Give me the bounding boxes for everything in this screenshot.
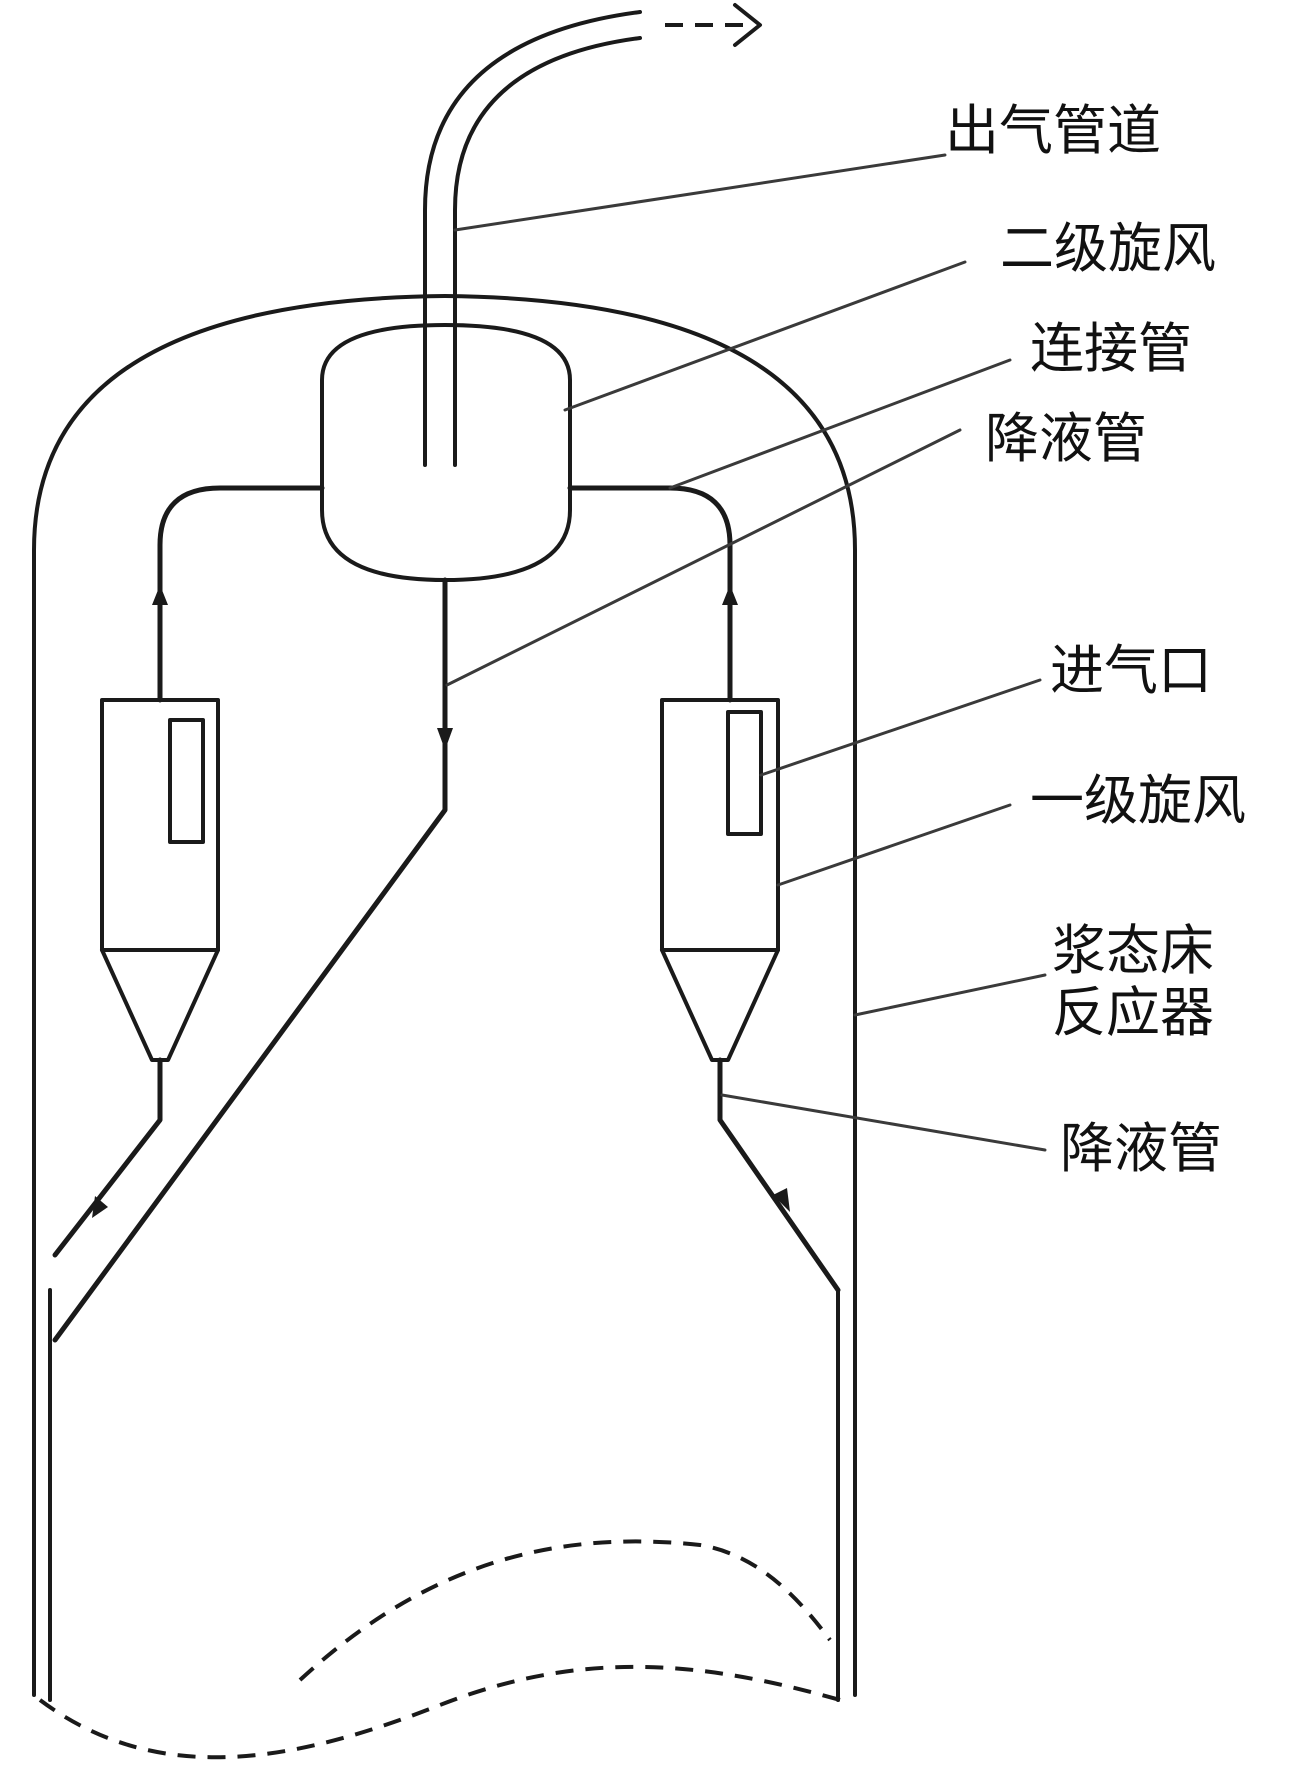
- leader-secondary-cyclone: [563, 260, 967, 412]
- reactor-mid-break-line: [298, 1539, 832, 1682]
- primary-cyclone-right-cone: [660, 948, 780, 1062]
- primary-cyclone-left-cone: [100, 948, 220, 1062]
- leader-slurry-bed-reactor: [853, 973, 1047, 1017]
- label-primary-cyclone: 一级旋风: [1030, 769, 1246, 832]
- reactor-inner-wall: [48, 1288, 840, 1702]
- reactor-outer-wall: [32, 294, 857, 1697]
- label-downcomer-lower: 降液管: [1060, 1117, 1222, 1180]
- leader-primary-cyclone: [776, 803, 1012, 887]
- connecting-pipe-right: [567, 485, 733, 703]
- secondary-downcomer: [52, 577, 448, 1343]
- primary-cyclone-right-inlet: [726, 710, 763, 836]
- outlet-pipe-inner: [453, 36, 642, 467]
- flow-arrow-right-down: [773, 1188, 790, 1212]
- leader-downcomer-upper: [445, 428, 962, 687]
- primary-cyclone-right-downcomer: [717, 1057, 841, 1293]
- primary-cyclone-left-inlet: [168, 718, 205, 844]
- label-secondary-cyclone: 二级旋风: [1000, 217, 1216, 280]
- outlet-flow-arrowhead: [733, 3, 762, 47]
- label-connecting-pipe: 连接管: [1030, 317, 1192, 380]
- leader-inlet: [759, 678, 1042, 777]
- flow-arrow-right-up: [722, 585, 738, 605]
- outlet-pipe-outer: [423, 10, 642, 467]
- flow-arrow-downcomer-center: [437, 728, 453, 750]
- leader-outlet-pipe: [453, 153, 947, 232]
- label-inlet: 进气口: [1050, 639, 1212, 702]
- secondary-cyclone-body: [320, 323, 572, 582]
- label-downcomer-upper: 降液管: [985, 407, 1147, 470]
- primary-cyclone-left-body: [100, 698, 220, 952]
- leader-connecting-pipe: [668, 358, 1012, 490]
- reactor-bottom-break-line: [38, 1664, 841, 1760]
- flow-arrow-left-down: [92, 1196, 108, 1218]
- primary-cyclone-left-downcomer: [52, 1057, 163, 1258]
- connecting-pipe-left: [157, 485, 325, 703]
- flow-arrow-left-up: [152, 585, 168, 605]
- leader-downcomer-lower: [720, 1093, 1047, 1152]
- label-outlet-pipe: 出气管道: [945, 99, 1161, 162]
- label-slurry-bed-reactor: 浆态床 反应器: [1052, 919, 1214, 1045]
